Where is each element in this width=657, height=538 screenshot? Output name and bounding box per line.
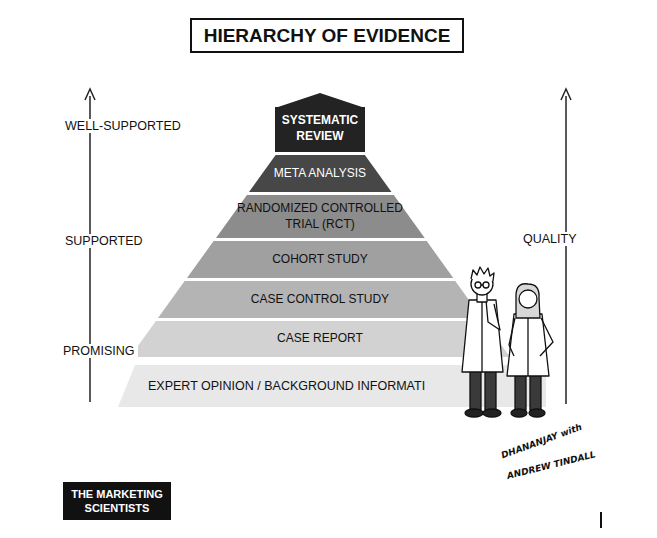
band-text-holder: CASE REPORT — [277, 331, 363, 347]
band-label: THE MARKETING SCIENTISTS — [67, 487, 167, 516]
rct-band: RANDOMIZED CONTROLLED TRIAL (RCT) — [216, 195, 425, 238]
band-text-holder: COHORT STUDY — [272, 252, 368, 268]
right-axis — [565, 96, 567, 404]
band-label: META ANALYSIS — [274, 166, 366, 182]
right-axis-head — [561, 89, 571, 100]
band-label: CASE CONTROL STUDY — [251, 292, 389, 308]
band-label: SYSTEMATIC REVIEW — [276, 113, 364, 144]
band-fill — [130, 321, 510, 357]
axis-label: PROMISING — [60, 344, 138, 358]
axis-label: QUALITY — [520, 232, 580, 246]
case-control-band: CASE CONTROL STUDY — [158, 281, 482, 318]
cursor-mark — [600, 512, 602, 528]
systematic-review-band: SYSTEMATIC REVIEW — [272, 93, 368, 152]
cohort-band: COHORT STUDY — [187, 241, 453, 278]
band-text-holder: EXPERT OPINION / BACKGROUND INFORMATI — [148, 378, 425, 394]
band-text-holder: THE MARKETING SCIENTISTS — [67, 487, 167, 516]
case-report-band: CASE REPORT — [130, 321, 510, 357]
band-fill — [275, 93, 365, 152]
band-text-holder: CASE CONTROL STUDY — [251, 292, 389, 308]
meta-analysis-band: META ANALYSIS — [249, 155, 392, 192]
band-fill — [187, 241, 453, 278]
band-label: COHORT STUDY — [272, 252, 368, 268]
band-fill — [118, 365, 546, 407]
band-label: EXPERT OPINION / BACKGROUND INFORMATI — [148, 378, 425, 394]
band-fill — [63, 482, 171, 520]
band-label: CASE REPORT — [277, 331, 363, 347]
axis-label: WELL-SUPPORTED — [62, 119, 184, 133]
brand-box: THE MARKETING SCIENTISTS — [63, 482, 171, 520]
title-box: HIERARCHY OF EVIDENCE — [190, 18, 464, 53]
band-text-holder: RANDOMIZED CONTROLLED TRIAL (RCT) — [232, 201, 407, 232]
band-fill — [216, 195, 425, 238]
band-shape — [63, 482, 171, 520]
band-fill — [158, 281, 482, 318]
left-axis-head — [85, 89, 95, 100]
band-text-holder: SYSTEMATIC REVIEW — [276, 101, 364, 144]
band-label: RANDOMIZED CONTROLLED TRIAL (RCT) — [232, 201, 407, 232]
band-fill — [249, 155, 392, 192]
axis-label: SUPPORTED — [62, 234, 146, 248]
band-text-holder: META ANALYSIS — [274, 166, 366, 182]
